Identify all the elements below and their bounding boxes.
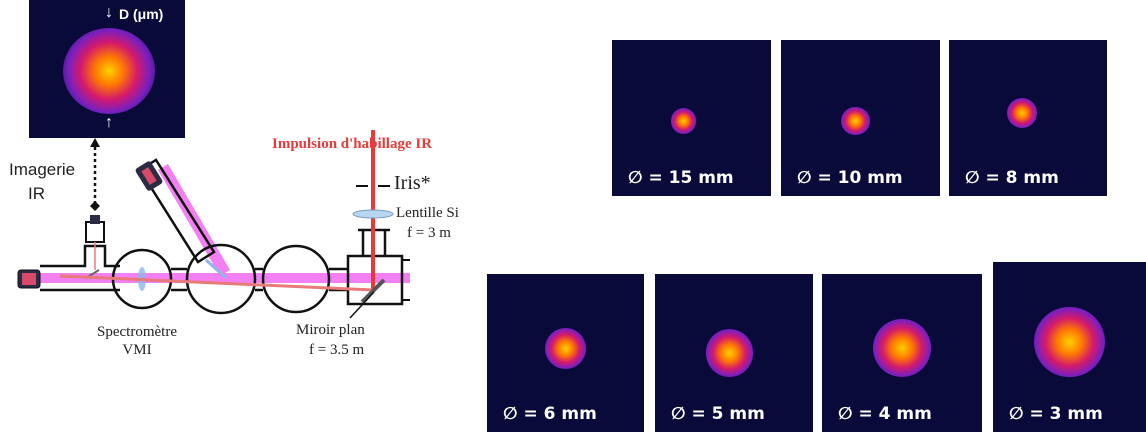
ir-camera-image: ↓ ↑ D (μm) <box>29 0 185 138</box>
camera-body <box>85 221 105 243</box>
lens-label: Lentille Si <box>396 205 459 221</box>
vmi-entrance-tube <box>40 244 120 268</box>
diameter-label: ∅ = 10 mm <box>797 168 903 188</box>
central-chamber <box>185 243 257 315</box>
beam-spot-image: ∅ = 6 mm <box>487 274 644 432</box>
lens-focal: f = 3 m <box>407 225 451 241</box>
beam-spot <box>873 319 931 378</box>
beam-spot <box>670 108 697 134</box>
si-lens <box>352 209 394 219</box>
beam-spot <box>545 327 586 369</box>
diameter-label: ∅ = 15 mm <box>628 168 734 188</box>
diameter-label: ∅ = 5 mm <box>671 404 765 424</box>
beam-spot-image: ∅ = 10 mm <box>781 40 940 196</box>
mirror-focal: f = 3.5 m <box>309 342 365 358</box>
beam-spot <box>705 329 753 377</box>
camera-beam-spot <box>63 28 155 114</box>
beam-spot-image: ∅ = 5 mm <box>655 274 813 432</box>
beam-spot-image: ∅ = 3 mm <box>993 262 1146 432</box>
diameter-label: ∅ = 4 mm <box>838 404 932 424</box>
beam-spot <box>1034 306 1105 378</box>
diameter-label: ∅ = 8 mm <box>965 168 1059 188</box>
diameter-label: ∅ = 6 mm <box>503 404 597 424</box>
imaging-caption-line1: Imagerie <box>9 160 76 179</box>
vmi-label: Spectromètre VMI <box>82 323 192 359</box>
beam-spot <box>841 106 871 136</box>
beam-spot-image: ∅ = 8 mm <box>949 40 1107 196</box>
d-label: D (μm) <box>119 6 164 22</box>
vmi-label-line2: VMI <box>122 342 152 358</box>
ir-pulse-label: Impulsion d'habillage IR <box>272 136 433 152</box>
d-arrow-top: ↓ <box>105 4 113 21</box>
diamond-marker <box>90 201 100 211</box>
plane-mirror <box>360 278 386 304</box>
diameter-label: ∅ = 3 mm <box>1009 404 1103 424</box>
beam-spot-image: ∅ = 15 mm <box>612 40 771 196</box>
imaging-caption-line2: IR <box>28 184 45 203</box>
mirror-label: Miroir plan <box>296 322 365 338</box>
vmi-label-line1: Spectromètre <box>97 324 177 340</box>
iris-label: Iris* <box>394 172 431 194</box>
beam-spot <box>1006 98 1037 129</box>
ir-beam-to-vmi <box>59 274 374 292</box>
third-chamber <box>261 244 331 314</box>
beam-spot-image: ∅ = 4 mm <box>822 274 982 432</box>
d-arrow-bottom: ↑ <box>105 114 113 131</box>
experimental-setup-diagram <box>17 130 410 319</box>
